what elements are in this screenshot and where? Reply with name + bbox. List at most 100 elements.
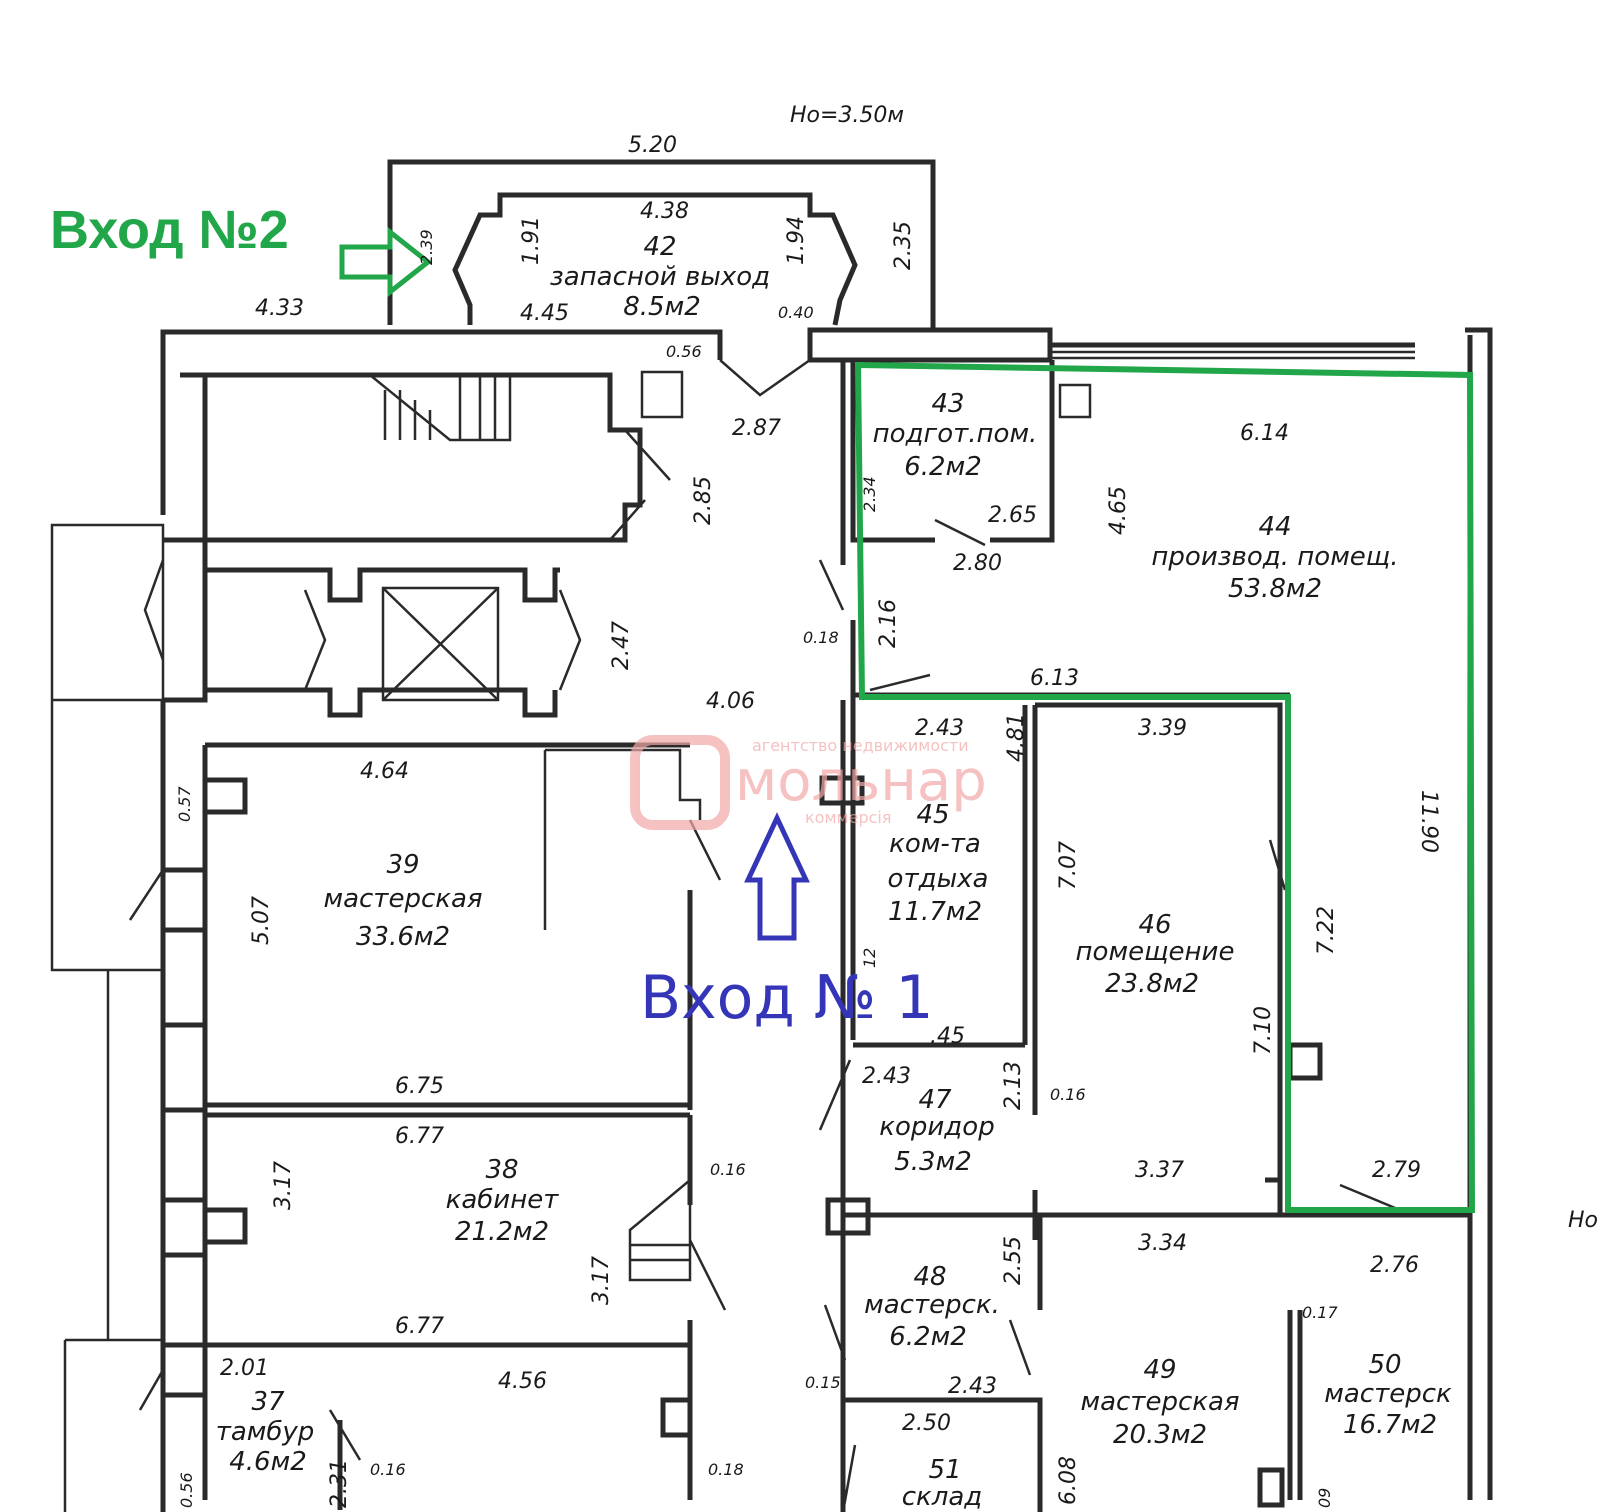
dim-1-94: 1.94 bbox=[784, 216, 809, 265]
room-labels: 42 запасной выход 8.5м2 43 подгот.пом. 6… bbox=[216, 232, 1452, 1512]
dim-2-43-c: 2.43 bbox=[948, 1374, 997, 1399]
dim-2-80: 2.80 bbox=[953, 551, 1002, 576]
room-51-number: 51 bbox=[928, 1455, 961, 1485]
dim-4-56: 4.56 bbox=[498, 1369, 547, 1394]
entrance2-arrow-icon bbox=[339, 226, 433, 298]
room-45-name-line1: ком-та bbox=[889, 829, 981, 859]
dim-2-31: 2.31 bbox=[327, 1459, 352, 1508]
dim-1-91: 1.91 bbox=[519, 216, 544, 265]
dim-09: 09 bbox=[1315, 1488, 1334, 1508]
dim-6-77-b: 6.77 bbox=[395, 1314, 444, 1339]
dim-2-50: 2.50 bbox=[902, 1411, 951, 1436]
ceiling-height-right: Hо= bbox=[1568, 1208, 1600, 1233]
dim-6-13: 6.13 bbox=[1030, 666, 1079, 691]
watermark-agency: агентство недвижимости bbox=[752, 736, 969, 755]
room-44-name: производ. помещ. bbox=[1151, 542, 1398, 572]
dim-5-07: 5.07 bbox=[249, 896, 274, 945]
room-44-area: 53.8м2 bbox=[1228, 574, 1322, 604]
room-38-name: кабинет bbox=[446, 1185, 560, 1215]
dimension-labels: 5.20 4.38 1.91 1.94 2.35 2.39 4.45 0.40 … bbox=[175, 133, 1441, 1508]
dim-6-14: 6.14 bbox=[1240, 421, 1289, 446]
dim-0-56: 0.56 bbox=[666, 342, 702, 361]
dim-2-43-a: 2.43 bbox=[915, 716, 964, 741]
dim-7-22: 7.22 bbox=[1314, 906, 1339, 955]
room-48-number: 48 bbox=[913, 1262, 946, 1292]
dim-7-07: 7.07 bbox=[1056, 841, 1081, 890]
dim-2-39: 2.39 bbox=[417, 229, 436, 265]
room-47-area: 5.3м2 bbox=[894, 1147, 972, 1177]
dim-0-16-c: 0.16 bbox=[370, 1460, 406, 1479]
highlight-outline bbox=[854, 361, 1476, 1213]
room-50-name: мастерск bbox=[1324, 1379, 1452, 1409]
dim-3-17-a: 3.17 bbox=[271, 1161, 296, 1210]
room-49-area: 20.3м2 bbox=[1113, 1420, 1207, 1450]
room-39-number: 39 bbox=[386, 850, 419, 880]
dim-5-20: 5.20 bbox=[628, 133, 677, 158]
dim-2-16: 2.16 bbox=[876, 599, 901, 648]
room-38-number: 38 bbox=[485, 1155, 518, 1185]
walls bbox=[50, 159, 1493, 1512]
room-50-number: 50 bbox=[1368, 1350, 1401, 1380]
dim-6-08: 6.08 bbox=[1056, 1456, 1081, 1505]
dim-4-64: 4.64 bbox=[360, 759, 409, 784]
room-46-area: 23.8м2 bbox=[1105, 969, 1199, 999]
room-43-area: 6.2м2 bbox=[904, 452, 982, 482]
dim-2-13: 2.13 bbox=[1001, 1061, 1026, 1110]
dim-6-77-a: 6.77 bbox=[395, 1124, 444, 1149]
dim-4-45: 4.45 bbox=[520, 301, 569, 326]
dim-0-45: .45 bbox=[930, 1024, 965, 1049]
room-42-name: запасной выход bbox=[550, 262, 770, 292]
dim-0-18-b: 0.18 bbox=[708, 1460, 744, 1479]
dim-3-34: 3.34 bbox=[1138, 1231, 1187, 1256]
dim-4-81: 4.81 bbox=[1004, 713, 1029, 762]
room-48-name: мастерск. bbox=[864, 1290, 1000, 1320]
dim-0-16-b: 0.16 bbox=[1050, 1085, 1086, 1104]
room-45-name-line2: отдыха bbox=[888, 864, 989, 894]
room-48-area: 6.2м2 bbox=[889, 1322, 967, 1352]
dim-2-79: 2.79 bbox=[1372, 1158, 1421, 1183]
dim-0-17: 0.17 bbox=[1302, 1303, 1338, 1322]
dim-0-56-b: 0.56 bbox=[177, 1472, 196, 1508]
dim-2-55: 2.55 bbox=[1001, 1236, 1026, 1285]
dim-7-10: 7.10 bbox=[1251, 1006, 1276, 1055]
room-43-name: подгот.пом. bbox=[873, 419, 1038, 449]
room-46-name: помещение bbox=[1076, 937, 1235, 967]
dim-0-15: 0.15 bbox=[805, 1373, 841, 1392]
room-43-number: 43 bbox=[931, 389, 964, 419]
dim-2-76: 2.76 bbox=[1370, 1253, 1419, 1278]
room-45-number: 45 bbox=[916, 800, 949, 830]
dim-2-01: 2.01 bbox=[220, 1356, 269, 1381]
dim-12: 12 bbox=[860, 948, 879, 968]
dim-2-87: 2.87 bbox=[732, 416, 781, 441]
room-42-area: 8.5м2 bbox=[623, 292, 701, 322]
dim-3-37: 3.37 bbox=[1135, 1158, 1184, 1183]
room-37-number: 37 bbox=[251, 1387, 285, 1417]
watermark-division: коммерсія bbox=[805, 808, 891, 827]
dim-4-33: 4.33 bbox=[255, 296, 304, 321]
watermark: агентство недвижимости мольнар коммерсія bbox=[630, 735, 987, 830]
room-47-number: 47 bbox=[918, 1085, 952, 1115]
dim-4-38: 4.38 bbox=[640, 199, 689, 224]
dim-2-34: 2.34 bbox=[860, 476, 879, 512]
room-47-name: коридор bbox=[879, 1112, 994, 1142]
entrance1-arrow-icon bbox=[744, 812, 810, 941]
dim-2-43-b: 2.43 bbox=[862, 1064, 911, 1089]
room-37-name: тамбур bbox=[216, 1417, 315, 1447]
room-50-area: 16.7м2 bbox=[1343, 1410, 1437, 1440]
watermark-brand: мольнар bbox=[735, 749, 987, 814]
ceiling-height: Hо=3.50м bbox=[790, 103, 904, 128]
dim-2-65: 2.65 bbox=[988, 503, 1037, 528]
room-46-number: 46 bbox=[1138, 910, 1171, 940]
room-42-number: 42 bbox=[643, 232, 676, 262]
room-39-area: 33.6м2 bbox=[356, 922, 450, 952]
room-49-name: мастерская bbox=[1080, 1387, 1239, 1417]
room-39-name: мастерская bbox=[323, 884, 482, 914]
room-44-number: 44 bbox=[1258, 512, 1291, 542]
room-37-area: 4.6м2 bbox=[229, 1447, 307, 1477]
entrance2-label: Вход №2 bbox=[50, 200, 289, 260]
entrance1-label: Вход № 1 bbox=[640, 963, 934, 1033]
dim-11-90: 11.90 bbox=[1416, 790, 1441, 853]
dim-0-16-a: 0.16 bbox=[710, 1160, 746, 1179]
room-49-number: 49 bbox=[1143, 1355, 1176, 1385]
watermark-logo-icon bbox=[630, 735, 730, 830]
